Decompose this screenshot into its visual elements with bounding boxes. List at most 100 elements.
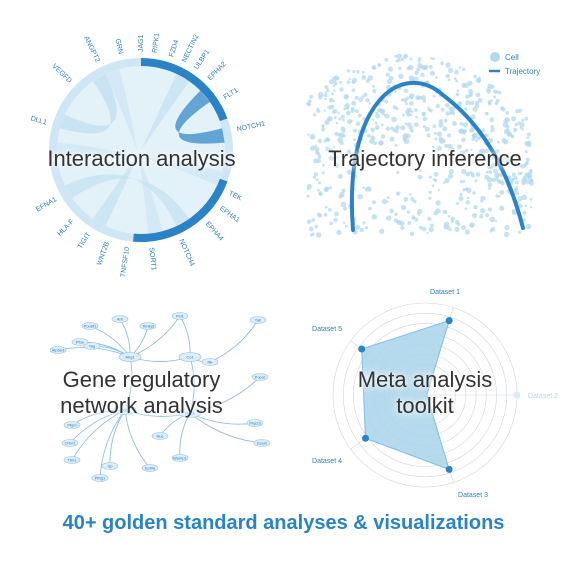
gene-label: EPHA1 [218,205,241,224]
cell-point [494,165,498,168]
cell-point [468,94,472,98]
radar-point [361,434,369,442]
cell-point [335,121,339,125]
gene-label: GRN [114,38,124,55]
cell-point [408,125,413,130]
cell-point [408,193,412,196]
cell-point [429,70,435,76]
cell-point [333,116,337,120]
cell-point [415,115,418,119]
cell-point [389,208,394,214]
cell-point [316,158,322,164]
network-node [178,408,202,418]
cell-point [428,64,433,70]
legend-trajectory-label: Trajectory [505,67,540,76]
cell-point [514,122,518,127]
cell-point [365,97,370,103]
cell-point [321,127,326,132]
cell-point [329,79,335,85]
cell-point [409,57,413,61]
network-node-label: Pou6f1 [84,323,97,328]
cell-point [370,135,375,140]
network-node-label: Timlg3 [142,323,155,328]
chord-ribbon [59,73,117,134]
cell-point [342,221,346,224]
network-node-label: Sp [108,463,114,468]
cell-point [505,128,510,133]
meta-title-line2: toolkit [396,393,454,418]
network-node [178,352,202,362]
cell-point [386,215,392,221]
cell-point [329,104,335,110]
radar-area [361,319,450,471]
cell-point [315,178,319,182]
network-node-label: Pfoe [76,339,85,344]
cell-point [480,208,486,214]
cell-point [435,103,440,109]
cell-point [408,93,415,99]
cell-point [492,163,496,166]
network-node-label: Co1 [186,354,194,359]
cell-point [477,152,482,158]
cell-point [435,200,441,206]
cell-point [407,221,412,225]
cell-point [521,128,524,131]
cell-point [489,216,496,223]
cell-point [488,170,493,174]
cell-point [374,121,378,125]
cell-point [311,218,316,222]
cell-point [475,139,478,143]
cell-point [484,148,490,154]
grn-title-line1: Gene regulatory [62,367,221,392]
cell-point [458,66,462,69]
cell-point [306,183,312,189]
cell-point [486,170,489,174]
cell-point [381,123,384,127]
cell-point [351,88,356,92]
cell-point [338,117,342,121]
cell-point [405,109,411,115]
network-node [253,439,271,447]
cell-point [409,101,414,106]
cell-point [352,77,358,83]
cell-point [493,168,498,174]
cell-point [337,174,343,179]
cell-point [317,188,320,192]
cell-point [379,109,384,114]
cell-point [442,126,448,132]
cell-point [517,195,523,202]
cell-point [314,147,320,152]
cell-point [430,57,433,60]
cell-point [387,66,394,72]
cell-point [456,89,460,92]
gene-label: DLL1 [30,115,48,126]
cell-point [379,228,385,234]
cell-point [505,124,510,129]
cell-point [504,224,510,231]
cell-point [464,207,468,211]
cell-point [384,57,389,62]
cell-point [496,173,500,178]
cell-point [444,119,448,123]
network-edge [209,319,259,363]
cell-point [463,82,469,88]
cell-point [500,106,505,111]
cell-point [323,186,330,193]
network-node [118,352,142,362]
cell-point [371,200,377,205]
cell-point [495,98,500,103]
gene-label: WNT2B [96,241,111,267]
network-node [81,322,99,330]
gene-label: EPHA2 [207,61,228,82]
cell-point [522,175,528,181]
cell-point [484,212,490,218]
cell-point [426,133,431,138]
cell-point [459,180,463,184]
chord-ring-segment [219,118,233,182]
cell-point [306,194,310,198]
cell-point [527,173,533,179]
cell-point [316,108,321,114]
